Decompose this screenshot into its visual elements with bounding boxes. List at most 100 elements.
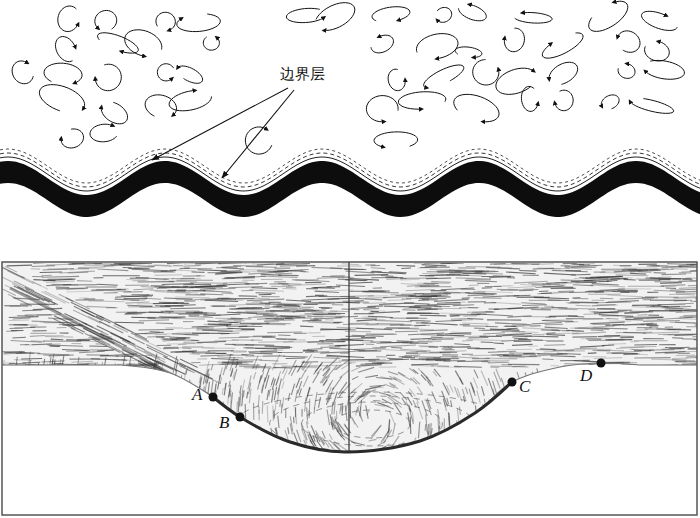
- flow-streak: [283, 356, 308, 358]
- flow-streak: [196, 329, 233, 330]
- flow-streak: [673, 403, 675, 415]
- flow-streak: [185, 409, 187, 424]
- flow-streak: [33, 368, 35, 376]
- flow-streak: [306, 421, 307, 428]
- wavy-wall: [0, 149, 700, 217]
- flow-streak: [265, 304, 298, 305]
- flow-streak: [203, 314, 240, 316]
- flow-streak: [404, 308, 425, 309]
- flow-streak: [573, 387, 574, 396]
- flow-streak: [462, 297, 470, 299]
- flow-streak: [292, 280, 329, 282]
- flow-streak: [485, 286, 502, 287]
- flow-streak: [102, 370, 104, 382]
- flow-streak: [454, 343, 470, 345]
- flow-streak: [597, 277, 633, 279]
- flow-streak: [676, 406, 678, 424]
- flow-streak: [675, 447, 677, 464]
- flow-streak: [410, 378, 417, 384]
- flow-streak: [203, 291, 232, 293]
- flow-streak: [24, 422, 25, 432]
- flow-streak: [650, 425, 651, 437]
- flow-streak: [527, 422, 528, 428]
- flow-streak: [690, 413, 691, 424]
- flow-streak: [59, 359, 61, 372]
- flow-streak: [39, 401, 40, 412]
- flow-streak: [321, 351, 357, 353]
- flow-streak: [114, 322, 144, 324]
- flow-streak: [612, 376, 615, 391]
- flow-streak: [156, 405, 157, 422]
- flow-streak: [218, 375, 221, 390]
- flow-streak: [449, 442, 453, 455]
- flow-streak: [543, 333, 578, 334]
- flow-streak: [135, 397, 137, 407]
- flow-streak: [93, 363, 95, 380]
- flow-streak: [43, 359, 45, 373]
- eddy-arrow: [157, 64, 173, 81]
- eddy-arrow: [177, 66, 202, 83]
- flow-streak: [667, 445, 668, 457]
- flow-streak: [41, 417, 43, 431]
- flow-streak: [533, 268, 554, 270]
- flow-streak: [214, 442, 216, 452]
- eddy-arrow: [618, 64, 635, 79]
- flow-streak: [85, 423, 86, 440]
- flow-streak: [223, 282, 248, 283]
- flow-streak: [659, 367, 668, 368]
- flow-streak: [679, 406, 680, 416]
- flow-streak: [641, 389, 642, 399]
- flow-streak: [619, 396, 621, 404]
- flow-streak: [606, 409, 608, 423]
- flow-streak: [429, 423, 430, 436]
- flow-streak: [126, 396, 127, 414]
- flow-streak: [45, 398, 46, 409]
- flow-streak: [26, 392, 27, 399]
- flow-streak: [66, 413, 68, 430]
- flow-streak: [19, 376, 20, 393]
- flow-streak: [550, 394, 552, 406]
- flow-streak: [632, 440, 633, 458]
- flow-streak: [299, 388, 301, 395]
- flow-streak: [16, 369, 18, 387]
- flow-streak: [362, 316, 385, 318]
- flow-streak: [481, 429, 482, 441]
- flow-streak: [655, 379, 657, 393]
- flow-streak: [180, 375, 182, 385]
- flow-streak: [592, 300, 605, 301]
- flow-streak: [354, 318, 377, 320]
- flow-streak: [595, 453, 596, 462]
- flow-streak: [369, 439, 377, 441]
- flow-streak: [521, 421, 522, 434]
- flow-streak: [548, 453, 549, 460]
- flow-streak: [138, 418, 139, 427]
- flow-streak: [637, 451, 639, 457]
- flow-streak: [521, 303, 545, 304]
- flow-streak: [372, 271, 382, 273]
- flow-streak: [32, 265, 55, 267]
- flow-streak: [574, 405, 576, 411]
- flow-streak: [226, 326, 262, 327]
- flow-streak: [474, 370, 478, 379]
- flow-streak: [613, 265, 631, 266]
- flow-streak: [496, 451, 500, 466]
- flow-streak: [249, 290, 284, 292]
- flow-streak: [165, 375, 166, 384]
- flow-streak: [118, 411, 119, 425]
- flow-streak: [661, 391, 663, 397]
- flow-streak: [678, 353, 690, 354]
- flow-streak: [607, 318, 619, 320]
- flow-streak: [557, 420, 558, 435]
- flow-streak: [679, 413, 680, 429]
- flow-streak: [424, 308, 461, 309]
- flow-streak: [115, 295, 153, 297]
- eddy-arrow: [145, 95, 176, 116]
- flow-streak: [57, 364, 59, 380]
- flow-streak: [28, 419, 30, 431]
- flow-streak: [202, 330, 232, 331]
- flow-streak: [444, 349, 454, 350]
- flow-streak: [643, 391, 644, 402]
- flow-streak: [426, 400, 431, 415]
- eddy-arrow: [398, 92, 445, 109]
